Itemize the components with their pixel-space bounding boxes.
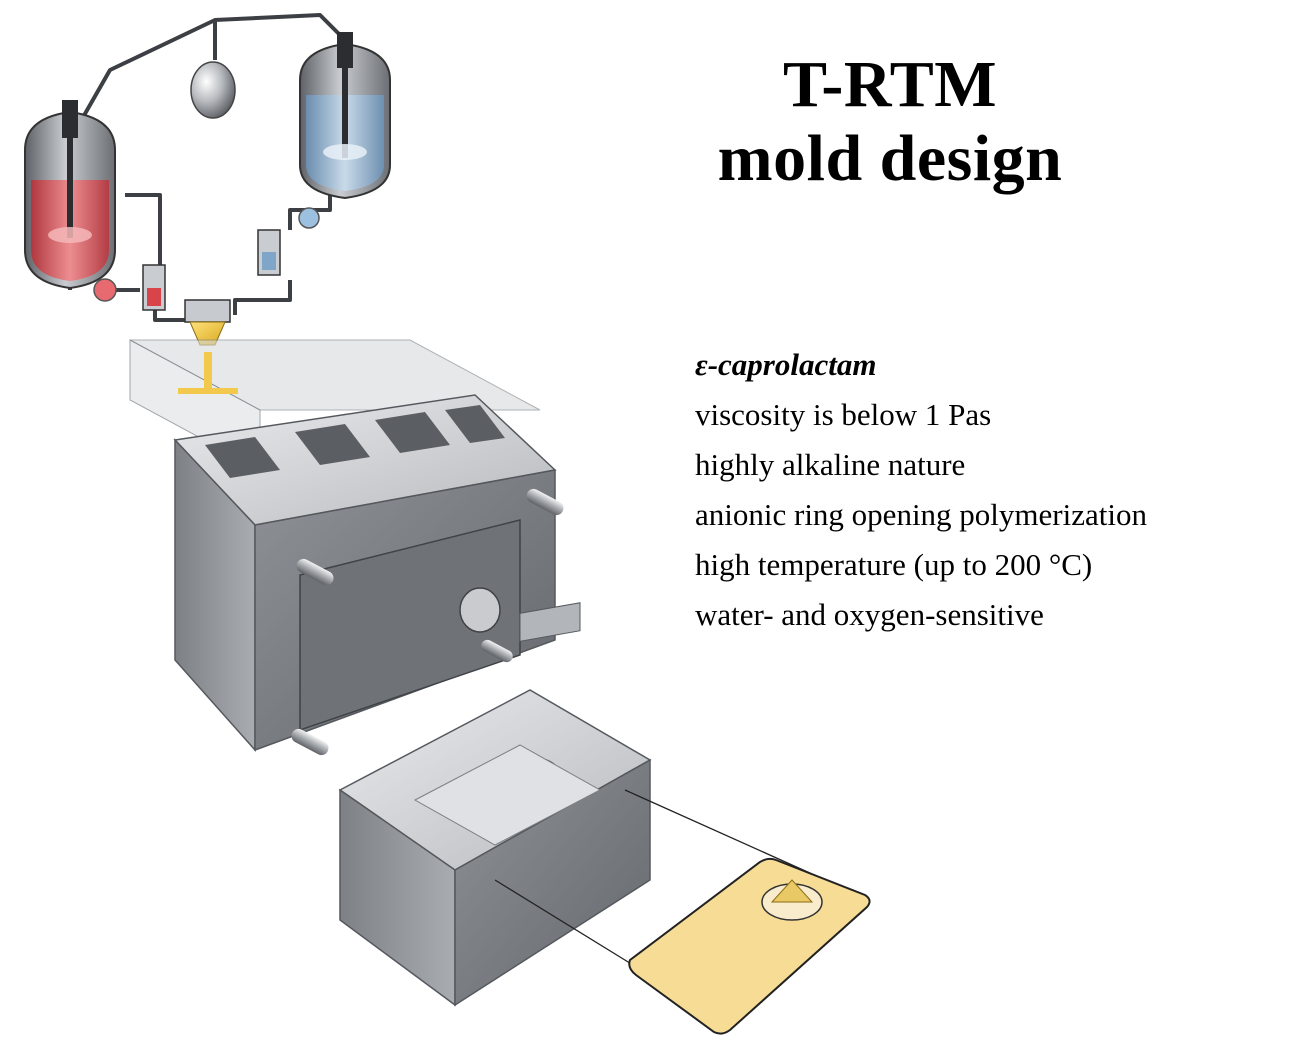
mixing-head-icon [184,299,231,346]
title: T-RTM mold design [660,48,1120,196]
gate-detail-callout [494,789,871,1035]
pump-b-icon [298,207,320,229]
component-b-tank-icon [299,32,391,200]
lower-mold-half [338,602,652,1007]
property-viscosity: viscosity is below 1 Pas [695,397,992,432]
property-sensitivity: water- and oxygen-sensitive [695,597,1044,632]
title-line-2: mold design [717,121,1063,195]
material-properties-list: ε-caprolactam viscosity is below 1 Pas h… [695,340,1285,640]
pressure-vessel-icon [190,61,236,119]
property-polymerization: anionic ring opening polymerization [695,497,1147,532]
pump-a-icon [93,278,117,302]
property-alkalinity: highly alkaline nature [695,447,966,482]
upper-mold-half [173,394,564,756]
title-line-1: T-RTM [782,48,998,121]
material-name: ε-caprolactam [695,347,877,382]
dosing-unit-a-icon [142,264,166,311]
component-a-tank-icon [24,100,116,290]
property-temperature: high temperature (up to 200 °C) [695,547,1093,582]
dosing-unit-b-icon [257,229,281,276]
